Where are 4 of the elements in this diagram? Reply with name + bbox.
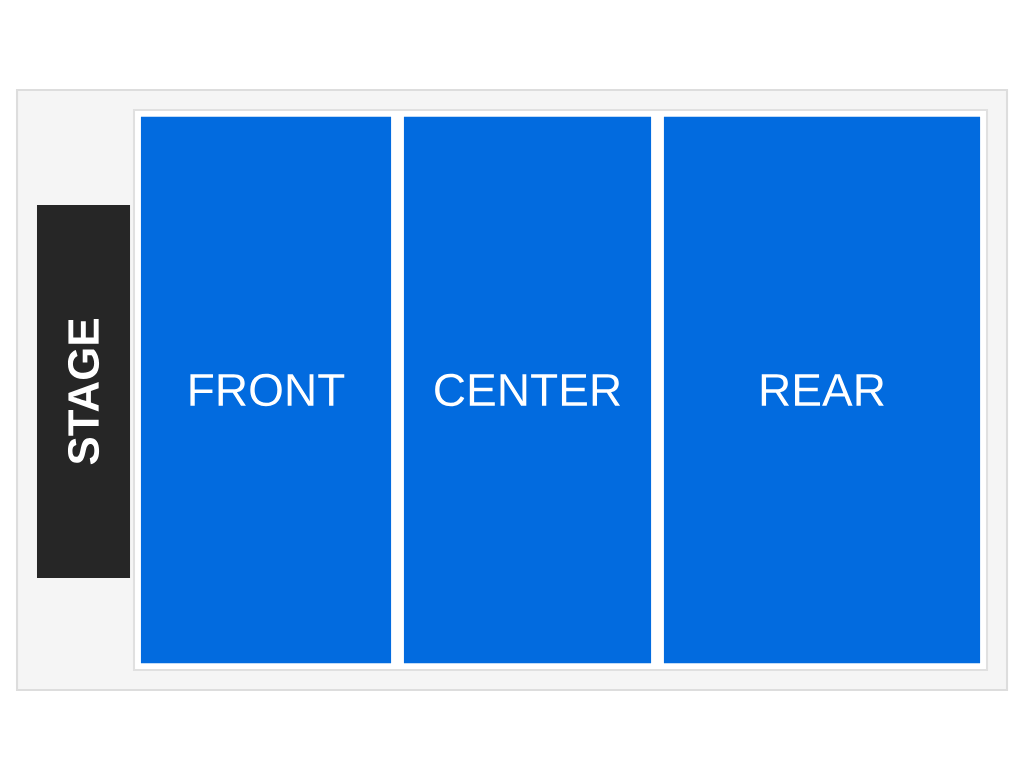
seating-section: CENTER bbox=[403, 116, 652, 664]
seating-section: REAR bbox=[663, 116, 981, 664]
stage-block: STAGE bbox=[37, 204, 131, 579]
seating-section: FRONT bbox=[140, 116, 392, 664]
